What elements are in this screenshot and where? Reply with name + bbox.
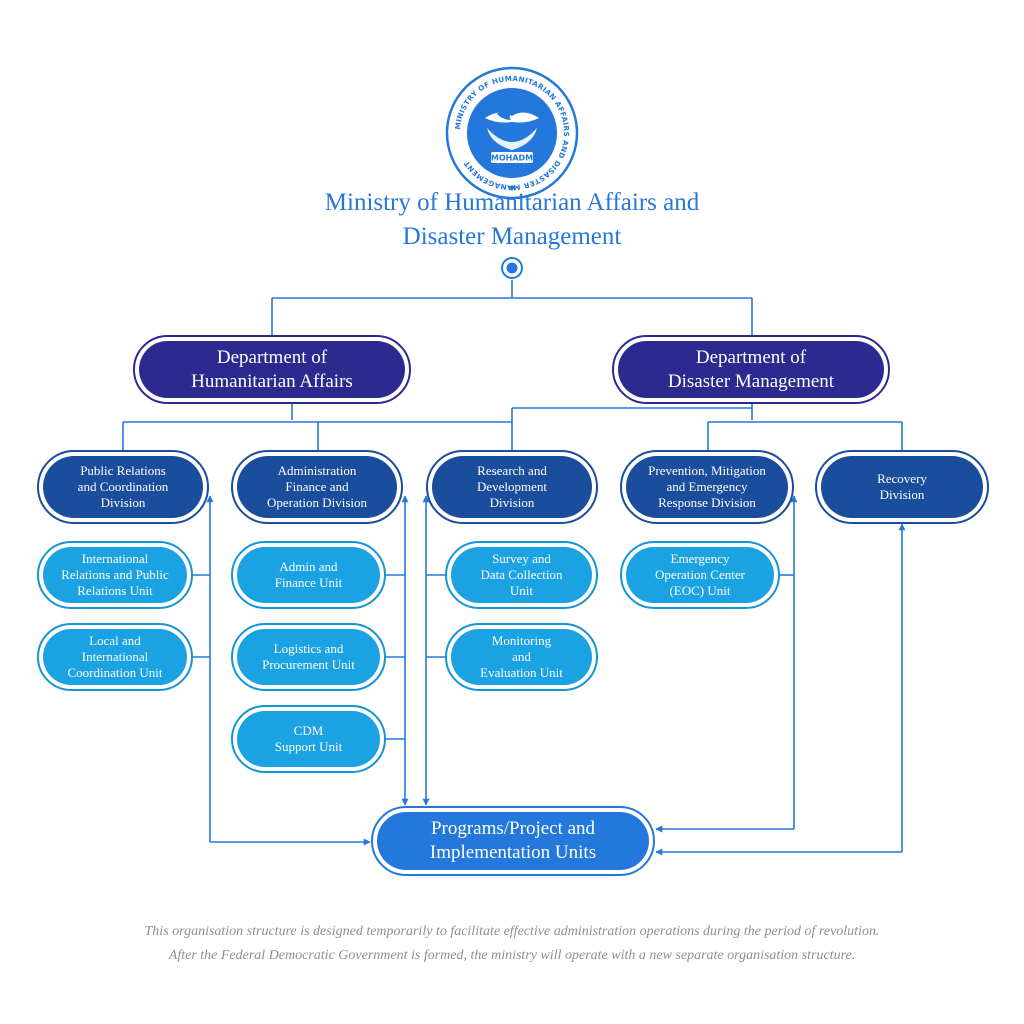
division-prevention: Prevention, Mitigation and Emergency Res… [620,450,794,524]
division-administration: Administration Finance and Operation Div… [231,450,403,524]
footer-line-1: This organisation structure is designed … [144,924,880,939]
ministry-logo: MINISTRY OF HUMANITARIAN AFFAIRS AND DIS… [445,66,579,200]
unit-survey: Survey and Data Collection Unit [445,541,598,609]
unit-monitoring: Monitoring and Evaluation Unit [445,623,598,691]
footer-line-2: After the Federal Democratic Government … [168,948,856,963]
programs-implementation-units: Programs/Project and Implementation Unit… [371,806,655,876]
logo-abbr: MOHADM [491,154,533,163]
unit-admin-finance: Admin and Finance Unit [231,541,386,609]
division-research: Research and Development Division [426,450,598,524]
department-disaster-management: Department of Disaster Management [612,335,890,404]
division-public-relations: Public Relations and Coordination Divisi… [37,450,209,524]
department-humanitarian-affairs: Department of Humanitarian Affairs [133,335,411,404]
title-line-1: Ministry of Humanitarian Affairs and [324,189,700,216]
unit-cdm-support: CDM Support Unit [231,705,386,773]
page-title: Ministry of Humanitarian Affairs and Dis… [212,186,812,254]
unit-logistics: Logistics and Procurement Unit [231,623,386,691]
unit-eoc: Emergency Operation Center (EOC) Unit [620,541,780,609]
title-line-2: Disaster Management [402,223,622,250]
footer-note: This organisation structure is designed … [40,920,984,968]
unit-local-coordination: Local and International Coordination Uni… [37,623,193,691]
division-recovery: Recovery Division [815,450,989,524]
unit-international-relations: International Relations and Public Relat… [37,541,193,609]
